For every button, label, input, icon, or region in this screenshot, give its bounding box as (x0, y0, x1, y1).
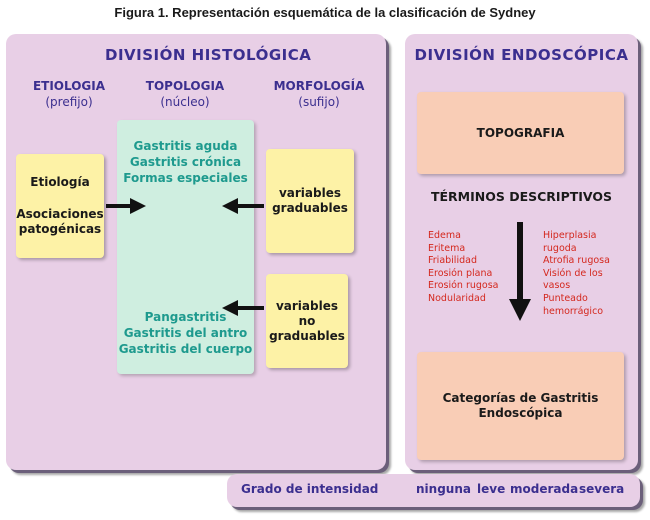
nongraded-box-line: variables (275, 298, 339, 313)
nongraded-box-line: no (298, 313, 316, 328)
term-item: Hiperplasia (543, 230, 597, 241)
term-item: Erosión plana (428, 267, 493, 279)
core-item: Gastritis crónica (129, 155, 242, 169)
categories-line: Endoscópica (478, 406, 563, 420)
term-item: Nodularidad (428, 292, 486, 304)
descriptive-terms-left: Edema Eritema Friabilidad Erosión plana … (428, 230, 499, 306)
term-item: rugoda (543, 242, 577, 254)
morphology-subheading: (sufijo) (298, 95, 340, 109)
descriptive-terms-right: Hiperplasia rugoda Atrofia rugosa Visión… (543, 230, 610, 318)
core-item: Gastritis del antro (123, 326, 248, 340)
graded-box-line: graduables (272, 201, 348, 215)
topology-subheading: (núcleo) (160, 95, 210, 109)
core-item: Pangastritis (144, 310, 227, 324)
column-morphology-heading: MORFOLOGÍA (sufijo) (259, 78, 379, 110)
figure-caption: Figura 1. Representación esquemática de … (114, 5, 536, 20)
etiology-subheading: (prefijo) (45, 95, 93, 109)
nongraded-box-line: graduables (269, 328, 345, 343)
core-diagnoses-top: Gastritis aguda Gastritis crónica Formas… (117, 138, 254, 186)
term-item: Eritema (428, 242, 466, 254)
topography-label: TOPOGRAFIA (476, 125, 565, 140)
arrow-etiology-to-core (106, 198, 146, 214)
core-diagnoses-bottom: Pangastritis Gastritis del antro Gastrit… (117, 309, 254, 357)
term-item: hemorrágico (543, 305, 604, 317)
core-item: Gastritis del cuerpo (118, 342, 253, 356)
column-topology-heading: TOPOLOGIA (núcleo) (130, 78, 240, 110)
histologic-title: DIVISIÓN HISTOLÓGICA (105, 46, 312, 64)
intensity-level: severa (579, 482, 625, 496)
arrow-graded-to-core (222, 198, 264, 214)
topology-core-box (117, 120, 254, 374)
intensity-level: leve (477, 482, 506, 496)
categories-line: Categorías de Gastritis (442, 391, 599, 405)
column-etiology-heading: ETIOLOGIA (prefijo) (14, 78, 124, 110)
etiology-box: Etiología Asociaciones patogénicas (16, 154, 104, 258)
non-graded-variables-box: variables no graduables (266, 274, 348, 368)
etiology-box-line: Etiología (30, 175, 90, 189)
etiology-box-line: Asociaciones (16, 207, 104, 221)
intensity-grade-bar: Grado de intensidad ninguna leve moderad… (227, 474, 640, 507)
term-item: Punteado (543, 292, 588, 304)
endoscopic-categories-box: Categorías de Gastritis Endoscópica (417, 352, 624, 460)
categories-label: Categorías de Gastritis Endoscópica (443, 391, 599, 421)
arrow-nongraded-to-core (222, 300, 264, 316)
core-item: Formas especiales (123, 171, 248, 185)
down-arrow (509, 222, 531, 321)
graded-variables-box: variables graduables (266, 149, 354, 253)
histologic-division-panel: DIVISIÓN HISTOLÓGICA ETIOLOGIA (prefijo)… (6, 34, 386, 470)
topology-heading: TOPOLOGIA (145, 79, 225, 93)
term-item: Visión de los (543, 267, 603, 279)
topography-box: TOPOGRAFIA (417, 92, 624, 174)
etiology-heading: ETIOLOGIA (32, 79, 106, 93)
term-item: vasos (543, 280, 571, 292)
intensity-level: ninguna (416, 482, 471, 496)
etiology-box-line: patogénicas (18, 222, 102, 236)
core-item: Gastritis aguda (133, 139, 238, 153)
term-item: Edema (428, 230, 461, 241)
term-item: Atrofia rugosa (543, 255, 610, 267)
intensity-level: moderada (510, 482, 579, 496)
intensity-label: Grado de intensidad (241, 482, 379, 496)
endoscopic-division-panel: DIVISIÓN ENDOSCÓPICA TOPOGRAFIA TÉRMINOS… (405, 34, 638, 470)
endoscopic-title: DIVISIÓN ENDOSCÓPICA (414, 46, 629, 64)
morphology-heading: MORFOLOGÍA (273, 79, 365, 93)
graded-box-line: variables (278, 186, 342, 200)
descriptive-terms-heading: TÉRMINOS DESCRIPTIVOS (430, 189, 612, 204)
histologic-arrows (106, 198, 264, 316)
term-item: Friabilidad (428, 255, 477, 267)
term-item: Erosión rugosa (428, 280, 499, 292)
